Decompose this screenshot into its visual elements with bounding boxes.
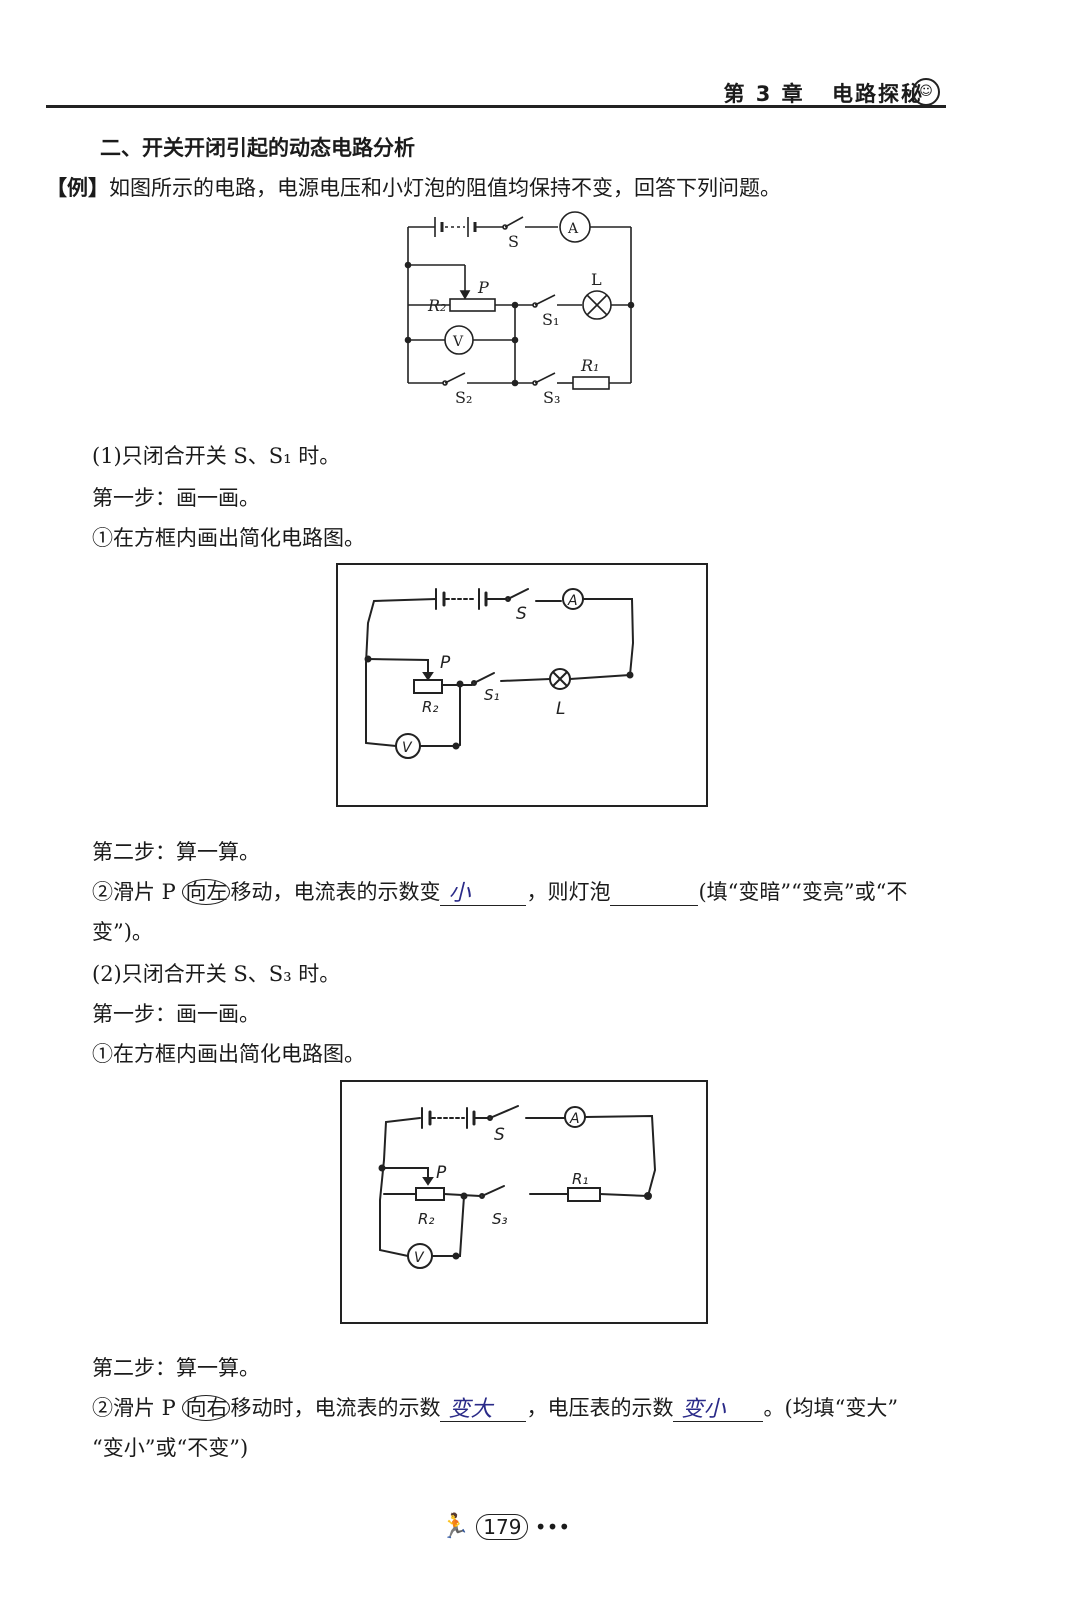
part2-answer1: 变大 [448, 1397, 493, 1422]
example-tag: 【例】 [46, 176, 109, 200]
sketch2-label-v: V [414, 1250, 425, 1266]
sketch1-label-p: P [440, 653, 451, 673]
part1-step2: 第二步：算一算。 [92, 840, 260, 864]
part2-answer1-blank: 变大 [440, 1397, 527, 1422]
sketch1-label-r2: R₂ [422, 698, 438, 716]
label-s3: S₃ [543, 388, 560, 405]
part1-instruction: ①在方框内画出简化电路图。 [92, 526, 365, 550]
sketch-circuit-2: S A P R₁ R₂ S₃ V [378, 1105, 657, 1269]
part1-answer1: 小 [448, 881, 471, 906]
chapter-number: 第 3 章 [723, 82, 805, 106]
sketch-box-1 [336, 563, 708, 807]
label-p: P [477, 278, 489, 297]
part2-instruction: ①在方框内画出简化电路图。 [92, 1042, 365, 1066]
sketch1-label-l: L [556, 699, 565, 719]
sketch1-label-s1: S₁ [484, 686, 500, 704]
part2-heading: (2)只闭合开关 S、S₃ 时。 [92, 962, 341, 986]
part2-answer2: 变小 [681, 1397, 726, 1422]
sketch2-label-r1: R₁ [572, 1170, 588, 1188]
example-statement: 【例】如图所示的电路，电源电压和小灯泡的阻值均保持不变，回答下列问题。 [46, 172, 781, 202]
label-r1: R₁ [580, 356, 599, 375]
header-rule [46, 105, 946, 108]
part1-heading: (1)只闭合开关 S、S₁ 时。 [92, 444, 341, 468]
ellipsis-dots: ••• [534, 1515, 571, 1539]
sketch2-label-r2: R₂ [418, 1210, 434, 1228]
label-s: S [508, 232, 519, 251]
part1-answer1-blank: 小 [440, 881, 527, 906]
part1-q-direction: 向左 [182, 879, 231, 905]
sketch1-label-s: S [516, 604, 527, 624]
sketch2-label-a: A [569, 1111, 580, 1127]
part1-q-prefix: ②滑片 P [92, 880, 183, 904]
part2-q-suffix: 。(均填“变大” [763, 1396, 899, 1420]
sketch-box-2 [340, 1080, 708, 1324]
part2-answer2-blank: 变小 [673, 1397, 764, 1422]
page-number: 179 [476, 1514, 529, 1540]
part1-answer2-blank [610, 883, 699, 906]
part2-step2: 第二步：算一算。 [92, 1356, 260, 1380]
example-text: 如图所示的电路，电源电压和小灯泡的阻值均保持不变，回答下列问题。 [109, 176, 781, 200]
label-s2: S₂ [455, 388, 472, 405]
part2-q-line2: “变小”或“不变”) [92, 1436, 249, 1460]
runner-icon: 🏃 [440, 1512, 470, 1540]
chapter-title: 电路探秘 [832, 82, 924, 106]
label-v: V [452, 334, 464, 350]
page-footer: 🏃 179 ••• [440, 1512, 570, 1540]
label-l: L [591, 270, 602, 289]
sketch2-label-p: P [436, 1163, 447, 1183]
section-title: 二、开关开闭引起的动态电路分析 [100, 136, 415, 160]
part2-step1: 第一步：画一画。 [92, 1002, 260, 1026]
sketch2-label-s3: S₃ [492, 1210, 508, 1228]
chapter-badge-icon: ☺ [912, 78, 940, 106]
sketch-circuit-1: S A P R₂ S₁ L V [364, 588, 635, 759]
label-a: A [567, 221, 579, 237]
part2-q-mid: 移动时，电流表的示数 [230, 1396, 441, 1420]
part2-q-prefix: ②滑片 P [92, 1396, 183, 1420]
main-circuit-diagram: S A P R₂ L S₁ V R₁ S₂ S₃ [404, 211, 635, 405]
part2-q-mid2: ，电压表的示数 [526, 1396, 674, 1420]
part1-step1: 第一步：画一画。 [92, 486, 260, 510]
sketch1-label-a: A [567, 593, 578, 609]
chapter-header: 第 3 章 电路探秘 [723, 78, 924, 108]
part1-q-mid: 移动，电流表的示数变 [230, 880, 441, 904]
label-r2: R₂ [427, 296, 446, 315]
part1-q-suffix: (填“变暗”“变亮”或“不 [698, 880, 908, 904]
part2-question: ②滑片 P 向右移动时，电流表的示数变大 ，电压表的示数变小 。(均填“变大” [92, 1392, 898, 1422]
sketch2-label-s: S [494, 1125, 505, 1145]
part1-q-line2: 变”)。 [92, 920, 153, 944]
label-s1: S₁ [542, 310, 559, 329]
part1-q-mid2: ，则灯泡 [526, 880, 611, 904]
part2-q-direction: 向右 [182, 1395, 231, 1421]
part1-question: ②滑片 P 向左移动，电流表的示数变小 ，则灯泡 (填“变暗”“变亮”或“不 [92, 876, 907, 906]
sketch1-label-v: V [402, 740, 413, 756]
